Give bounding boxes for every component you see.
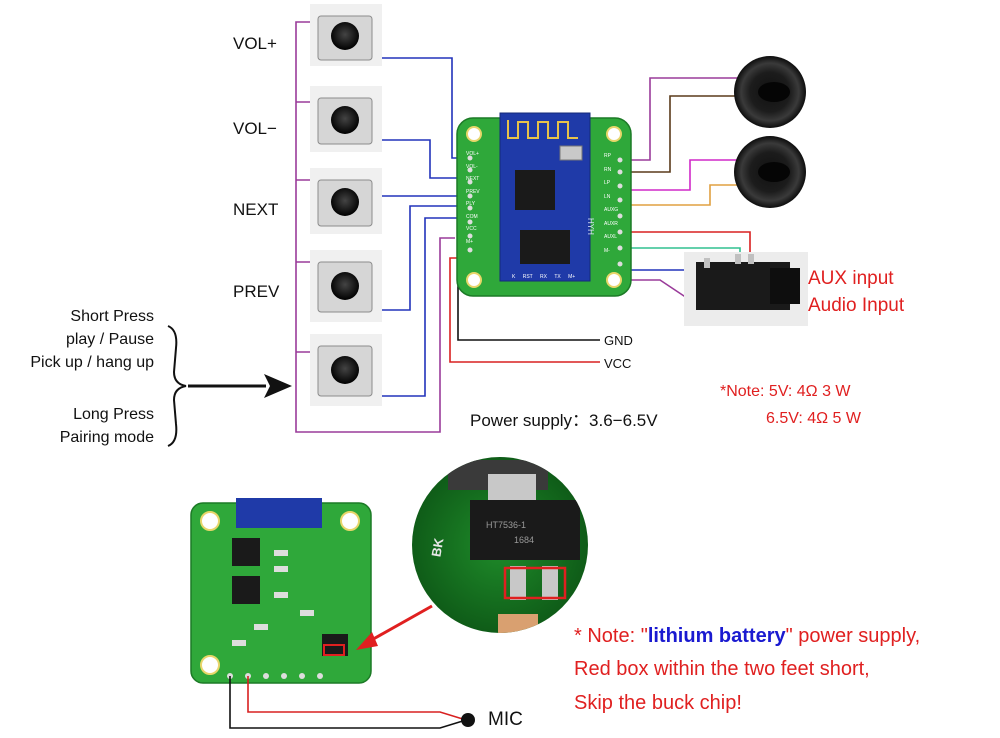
long-press-line1: Pairing mode [59, 429, 154, 446]
short-press-title: Short Press [70, 308, 154, 325]
aux-jack [684, 252, 808, 326]
module-label: HYH [585, 218, 595, 235]
power-supply-label: Power supply：3.6−6.5V [470, 411, 658, 430]
button-label-next: NEXT [233, 200, 279, 219]
aux-label-line2: Audio Input [808, 295, 905, 316]
button-label-prev: PREV [233, 282, 280, 301]
bluetooth-board-top [456, 112, 632, 297]
short-press-line1: play / Pause [65, 331, 154, 348]
zoom-pointer-arrow [356, 604, 433, 650]
tactile-button-5 [310, 334, 382, 406]
button-common-wire [295, 21, 455, 433]
button-label-vol-down: VOL− [233, 119, 277, 138]
gnd-label: GND [604, 333, 633, 348]
battery-note-highlight: lithium battery [647, 625, 786, 647]
bluetooth-board-bottom [190, 498, 372, 684]
zoom-chip-part: HT7536-1 [486, 520, 527, 530]
tactile-button-1 [310, 4, 382, 66]
mic-label: MIC [488, 709, 523, 730]
mic-wires [229, 676, 467, 729]
long-press-title: Long Press [73, 406, 154, 423]
vcc-label: VCC [604, 356, 632, 371]
tactile-button-2 [310, 86, 382, 152]
tactile-button-3 [310, 168, 382, 234]
battery-note-line3: Skip the buck chip! [574, 692, 742, 714]
short-press-line2: Pick up / hang up [30, 354, 154, 371]
pointer-arrow [188, 374, 292, 398]
press-brace [167, 325, 187, 447]
button-signal-wires [374, 57, 462, 397]
zoom-detail [412, 457, 588, 633]
speaker-1 [734, 56, 806, 128]
tactile-button-4 [310, 250, 382, 322]
speaker-note-line1: *Note: 5V: 4Ω 3 W [720, 383, 851, 400]
speaker-wires [628, 77, 740, 206]
zoom-text-bk: BK [428, 536, 447, 559]
battery-note-line1: * Note: "lithium battery" power supply, [574, 625, 921, 647]
battery-note-line2: Red box within the two feet short, [574, 658, 870, 680]
zoom-chip-date: 1684 [514, 535, 535, 545]
board-pin-labels-bottom: K RST RX TX M+ [512, 274, 576, 280]
aux-label-line1: AUX input [808, 268, 894, 289]
button-label-vol-up: VOL+ [233, 34, 277, 53]
mic-icon [461, 713, 475, 727]
speaker-2 [734, 136, 806, 208]
speaker-note-line2: 6.5V: 4Ω 5 W [766, 410, 861, 427]
